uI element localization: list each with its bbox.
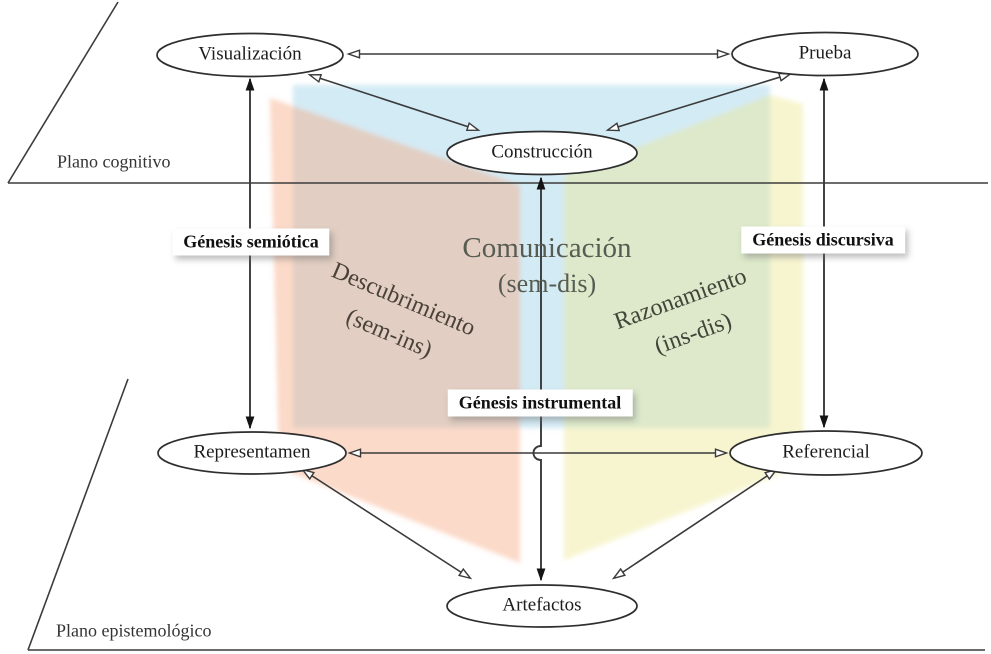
- genesis-instrumental-box: Génesis instrumental: [447, 389, 633, 417]
- genesis-discursiva-box: Génesis discursiva: [741, 226, 905, 254]
- node-representamen-ellipse: [157, 431, 347, 475]
- comunicacion-title: Comunicación: [462, 232, 632, 264]
- node-referencial-label: Referencial: [782, 441, 870, 463]
- node-visualizacion-label: Visualización: [198, 43, 302, 65]
- node-artefactos-ellipse: [446, 584, 638, 628]
- node-prueba-label: Prueba: [798, 42, 852, 64]
- nodes: [156, 31, 923, 628]
- node-representamen-label: Representamen: [193, 441, 311, 463]
- cognitive-plane-label: Plano cognitivo: [57, 151, 171, 172]
- node-construccion-ellipse: [446, 130, 638, 176]
- comunicacion-subtitle: (sem-dis): [497, 269, 597, 298]
- genesis-semiotica-box: Génesis semiótica: [172, 228, 330, 256]
- epistemological-plane-label: Plano epistemológico: [56, 620, 212, 641]
- cognitive-plane-diagonal: [7, 1, 119, 184]
- arrow-visualizacion-construccion: [307, 73, 481, 132]
- arrows: [245, 49, 829, 582]
- arrow-genesis-instrumental: [532, 176, 546, 582]
- node-referencial-ellipse: [729, 430, 923, 476]
- arrow-referencial-artefactos: [611, 468, 779, 580]
- node-prueba-ellipse: [731, 31, 919, 77]
- arrow-prueba-construccion: [605, 72, 793, 132]
- arrow-representamen-artefactos: [300, 468, 473, 580]
- node-construccion-label: Construcción: [491, 141, 593, 163]
- node-artefactos-label: Artefactos: [502, 594, 582, 616]
- epistemological-plane-diagonal: [27, 378, 129, 651]
- node-visualizacion-ellipse: [156, 32, 344, 78]
- comunicacion-text: Comunicación (sem-dis): [462, 231, 631, 301]
